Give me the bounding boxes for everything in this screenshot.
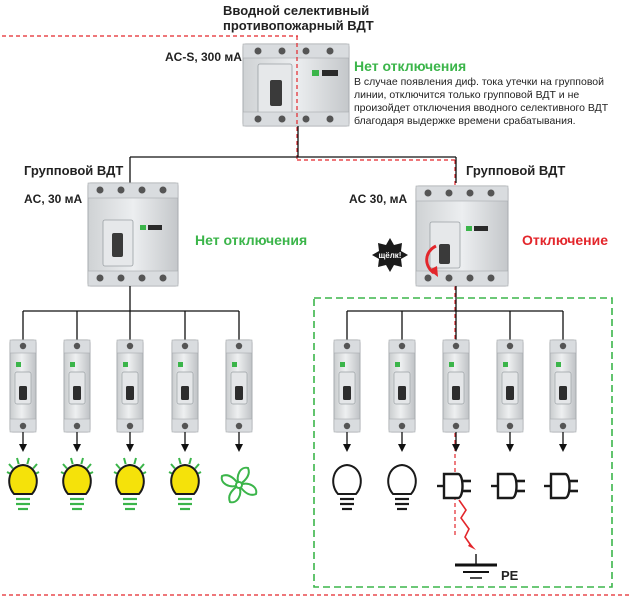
bulb-off-icon (332, 463, 362, 511)
left-mcb-5 (225, 311, 253, 452)
leakage-lightning-icon (458, 499, 473, 548)
left-group-title: Групповой ВДТ (24, 163, 124, 178)
bulb-on-icon (113, 457, 147, 511)
main-rcd-description-line1: В случае появления диф. тока утечки на г… (354, 76, 604, 88)
main-rcd-description-line3: произойдет отключения вводного селективн… (354, 102, 609, 114)
main-rcd-title-line2: противопожарный ВДТ (223, 18, 374, 33)
right-mcb-1 (333, 311, 361, 452)
left-mcb-3 (116, 311, 144, 452)
pe-ground-icon (455, 554, 497, 579)
right-mcb-5 (549, 311, 577, 452)
socket-icon (491, 472, 525, 500)
bulb-off-icon (387, 463, 417, 511)
main-rcd-description-line2: линии, отключится только групповой ВДТ и… (354, 89, 580, 101)
right-group-rcd (415, 185, 509, 287)
main-rcd (242, 43, 350, 127)
left-group-rcd (87, 182, 179, 287)
pe-label: PE (501, 568, 519, 583)
left-mcb-2 (63, 311, 91, 452)
socket-icon (437, 472, 471, 500)
fault-zone-outline (313, 297, 613, 588)
bulb-on-icon (168, 457, 202, 511)
bulb-on-icon (60, 457, 94, 511)
left-group-rating: AC, 30 мА (24, 192, 83, 206)
fan-icon (220, 466, 258, 504)
bulb-on-icon (6, 457, 40, 511)
mcb-layer (9, 311, 577, 452)
right-mcb-3 (442, 311, 470, 452)
load-layer (6, 457, 578, 511)
right-group-status: Отключение (522, 232, 609, 248)
trip-arrowhead-icon (429, 266, 438, 277)
left-mcb-4 (171, 311, 199, 452)
right-group-title: Групповой ВДТ (466, 163, 566, 178)
main-rcd-status: Нет отключения (354, 58, 467, 74)
main-rcd-title-line1: Вводной селективный (223, 3, 370, 18)
right-mcb-4 (496, 311, 524, 452)
click-burst-icon: щёлк! (372, 238, 408, 272)
right-group-rating: AC 30, мА (349, 192, 408, 206)
right-mcb-2 (388, 311, 416, 452)
main-rcd-description-line4: благодаря выдержке времени срабатывания. (354, 115, 576, 127)
left-group-status: Нет отключения (195, 232, 308, 248)
socket-icon (544, 472, 578, 500)
main-rcd-rating: AC-S, 300 мА (165, 50, 242, 64)
left-mcb-1 (9, 311, 37, 452)
click-badge-text: щёлк! (379, 251, 402, 260)
